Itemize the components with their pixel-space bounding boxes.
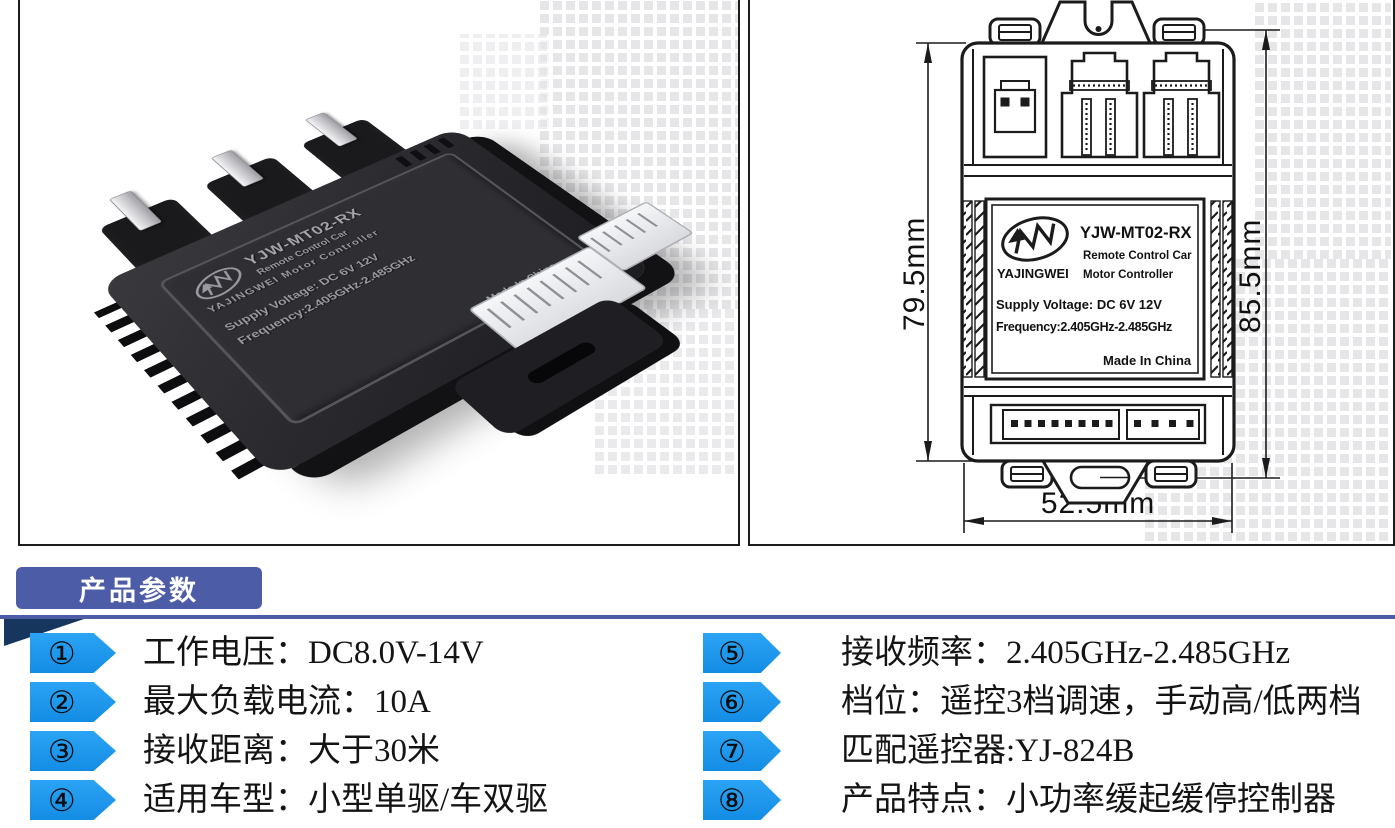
mounting-slot [524, 340, 599, 386]
param-badge: ① [30, 633, 116, 673]
param-row: ① 工作电压：DC8.0V-14V [30, 631, 484, 675]
param-row: ⑤ 接收频率：2.405GHz-2.485GHz [703, 631, 1290, 675]
label-outline [984, 197, 1206, 381]
param-text: 工作电压：DC8.0V-14V [143, 634, 484, 671]
controller-photo: YJW-MT02-RX Remote Control Car YAJINGWEI… [60, 14, 700, 529]
param-text: 档位：遥控3档调速，手动高/低两档 [841, 683, 1362, 720]
top-mount-tab [1039, 0, 1153, 45]
connector-2pin [982, 55, 1048, 159]
drawing-subtitle1-text: Remote Control Car [1083, 250, 1192, 262]
dim-right-text: 85.5mm [1234, 219, 1267, 333]
param-number: ② [47, 684, 76, 720]
param-badge: ⑤ [703, 633, 781, 673]
param-row: ② 最大负载电流：10A [30, 680, 431, 724]
param-text: 接收距离：大于30米 [143, 732, 440, 769]
param-badge: ② [30, 682, 116, 722]
param-text: 适用车型：小型单驱/车双驱 [143, 781, 549, 818]
param-number: ③ [47, 733, 76, 769]
drawing-supply-text: Supply Voltage: DC 6V 12V [996, 297, 1162, 312]
param-text: 匹配遥控器:YJ-824B [841, 732, 1135, 769]
param-text: 产品特点：小功率缓起缓停控制器 [841, 781, 1336, 818]
param-text: 接收频率：2.405GHz-2.485GHz [841, 634, 1291, 671]
technical-drawing-panel: 79.5mm 85.5mm 52.5mm [748, 0, 1395, 546]
drawing-brand-text: YAJINGWEI [997, 266, 1069, 281]
param-number: ④ [47, 782, 76, 818]
param-badge: ④ [30, 780, 116, 820]
param-number: ⑧ [717, 782, 746, 818]
param-badge: ⑧ [703, 780, 781, 820]
pixel-map-pattern [460, 34, 550, 129]
drawing-frequency-text: Frequency:2.405GHz-2.485GHz [996, 320, 1172, 334]
param-number: ⑥ [717, 684, 746, 720]
param-number: ⑦ [717, 733, 746, 769]
blade-terminal [210, 149, 265, 188]
drawing-origin-text: Made In China [1103, 353, 1192, 368]
side-fins [962, 200, 1233, 378]
drawing-subtitle2-text: Motor Controller [1083, 269, 1174, 281]
dimension-drawing: 79.5mm 85.5mm 52.5mm [898, 0, 1280, 533]
controller-3d-module: YJW-MT02-RX Remote Control Car YAJINGWEI… [31, 76, 738, 544]
param-number: ① [47, 635, 76, 671]
bottom-connector-strip [989, 403, 1207, 445]
param-row: ⑥ 档位：遥控3档调速，手动高/低两档 [703, 680, 1362, 724]
dim-left-text: 79.5mm [898, 217, 931, 331]
param-row: ③ 接收距离：大于30米 [30, 729, 440, 773]
section-title-banner: 产品参数 [16, 567, 262, 609]
connector-motor [1060, 51, 1139, 159]
param-text: 最大负载电流：10A [143, 683, 431, 720]
param-row: ④ 适用车型：小型单驱/车双驱 [30, 778, 548, 822]
param-row: ⑧ 产品特点：小功率缓起缓停控制器 [703, 778, 1336, 822]
product-photo-panel: YJW-MT02-RX Remote Control Car YAJINGWEI… [18, 0, 740, 546]
param-badge: ③ [30, 731, 116, 771]
section-divider-line [0, 615, 1395, 619]
drawing-logo-icon [1001, 216, 1069, 262]
param-number: ⑤ [717, 635, 746, 671]
drawing-model-text: YJW-MT02-RX [1080, 224, 1192, 242]
param-badge: ⑥ [703, 682, 781, 722]
blade-terminal [108, 190, 163, 232]
param-badge: ⑦ [703, 731, 781, 771]
pixel-map-pattern [1255, 0, 1391, 259]
dimension-arrowheads [924, 30, 1270, 525]
blade-terminal [305, 112, 358, 147]
param-row: ⑦ 匹配遥控器:YJ-824B [703, 729, 1134, 773]
